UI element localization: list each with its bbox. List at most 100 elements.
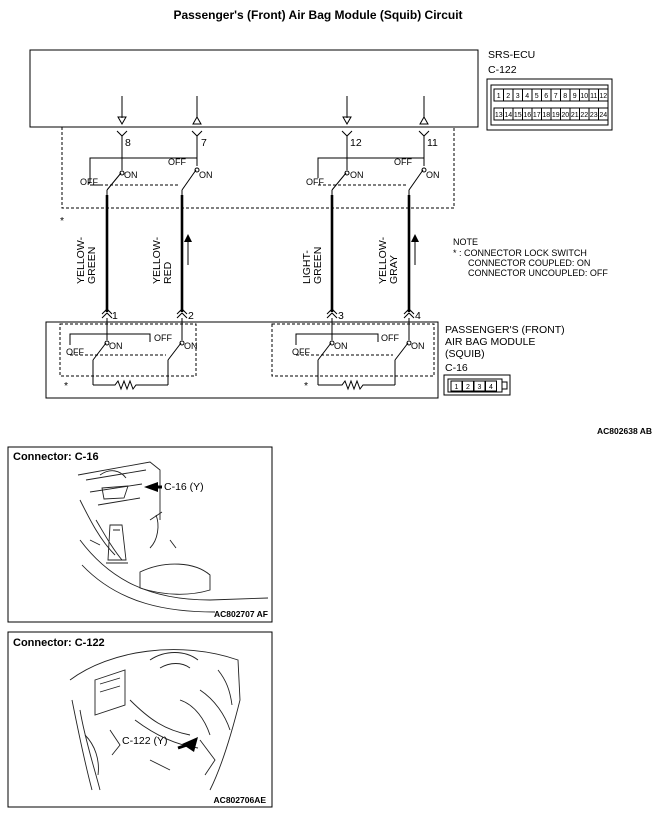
ecu-shorting-switch-left <box>88 157 200 198</box>
ecu-name: SRS-ECU <box>488 49 535 61</box>
module-name-line1: PASSENGER'S (FRONT) <box>445 324 565 336</box>
svg-text:YELLOW-: YELLOW- <box>377 236 389 284</box>
module-pin-3: 3 <box>338 310 344 322</box>
ecu-sw3-off: OFF <box>306 177 324 187</box>
ecu-sw2-on: ON <box>199 170 213 180</box>
wire4-color-label: YELLOW- GRAY <box>377 236 400 284</box>
ecu-pin-17: 17 <box>533 112 541 119</box>
console-sketch <box>77 461 269 613</box>
panel2-code: AC802706AE <box>214 795 267 805</box>
module-right-connector-outline <box>271 323 435 377</box>
ecu-lock-switch-star: * <box>60 215 64 227</box>
ecu-pin-1: 1 <box>497 93 501 100</box>
panel2-title: Connector: C-122 <box>13 637 105 649</box>
wire1-color-label: YELLOW- GREEN <box>75 236 98 284</box>
note-line1: * : CONNECTOR LOCK SWITCH <box>453 248 587 258</box>
ecu-pin-6: 6 <box>544 93 548 100</box>
svg-text:YELLOW-: YELLOW- <box>75 236 87 284</box>
svg-text:RED: RED <box>162 261 174 284</box>
diagram-title: Passenger's (Front) Air Bag Module (Squi… <box>173 8 462 22</box>
connector-c122-panel: Connector: C-122 C-122 (Y) AC802706AE <box>7 631 273 808</box>
ecu-pin-19: 19 <box>552 112 560 119</box>
ecu-pin-20: 20 <box>561 112 569 119</box>
ecu-pin-18: 18 <box>542 112 550 119</box>
ecu-harness-connector-outline <box>61 127 455 209</box>
ecu-pin-10: 10 <box>580 93 588 100</box>
c16-pointer-arrow <box>144 482 158 492</box>
panel1-title: Connector: C-16 <box>13 451 99 463</box>
ecu-pin-4: 4 <box>525 93 529 100</box>
mod-sw4-off: OFF <box>381 333 399 343</box>
panel1-code: AC802707 AF <box>214 609 268 619</box>
air-bag-module-box <box>45 321 439 399</box>
ecu-pin-16: 16 <box>523 112 531 119</box>
note-line3: CONNECTOR UNCOUPLED: OFF <box>468 268 608 278</box>
ecu-terminal-symbols <box>116 130 430 160</box>
ecu-pin-12: 12 <box>599 93 607 100</box>
ecu-internal-arrows <box>117 96 429 126</box>
module-connector-pin-2: 2 <box>466 384 470 391</box>
module-right-star: * <box>304 380 308 392</box>
module-pin-1: 1 <box>112 310 118 322</box>
svg-text:GREEN: GREEN <box>86 247 98 284</box>
mod-sw4-on: ON <box>411 341 425 351</box>
note-line2: CONNECTOR COUPLED: ON <box>468 258 590 268</box>
ecu-pin-15: 15 <box>514 112 522 119</box>
module-connector-label: C-16 <box>445 362 468 374</box>
connector-c16-panel: Connector: C-16 C-16 (Y) AC802707 AF <box>7 446 273 623</box>
svg-text:GRAY: GRAY <box>388 255 400 284</box>
ecu-pin-2: 2 <box>506 93 510 100</box>
ecu-pin-22: 22 <box>580 112 588 119</box>
ecu-sw1-on: ON <box>124 170 138 180</box>
note-heading: NOTE <box>453 237 478 247</box>
ecu-pin-3: 3 <box>516 93 520 100</box>
ecu-pin-13: 13 <box>495 112 503 119</box>
ecu-terminal-11: 11 <box>427 137 438 149</box>
diagram-code: AC802638 AB <box>597 426 652 436</box>
ecu-terminal-12: 12 <box>350 137 362 149</box>
module-left-connector-outline <box>59 323 197 377</box>
ecu-sw4-on: ON <box>426 170 440 180</box>
ecu-connector-label: C-122 <box>488 64 517 76</box>
panel2-callout: C-122 (Y) <box>122 735 168 747</box>
mod-sw2-off: OFF <box>154 333 172 343</box>
module-name-line2: AIR BAG MODULE <box>445 336 535 348</box>
wire3-color-label: LIGHT- GREEN <box>301 247 324 284</box>
svg-text:LIGHT-: LIGHT- <box>301 250 313 284</box>
ecu-sw4-off: OFF <box>394 157 412 167</box>
ecu-pin-7: 7 <box>554 93 558 100</box>
ecu-pin-21: 21 <box>571 112 579 119</box>
dashboard-sketch <box>69 649 241 791</box>
mod-sw1-on: ON <box>109 341 123 351</box>
ecu-pin-8: 8 <box>563 93 567 100</box>
wire2-color-label: YELLOW- RED <box>151 236 174 284</box>
ecu-pin-11: 11 <box>590 93 597 100</box>
ecu-terminal-8: 8 <box>125 137 131 149</box>
ecu-terminal-7: 7 <box>201 137 207 149</box>
module-shorting-switch-left <box>69 318 185 391</box>
ecu-pin-23: 23 <box>590 112 598 119</box>
svg-text:YELLOW-: YELLOW- <box>151 236 163 284</box>
ecu-sw3-on: ON <box>350 170 364 180</box>
mod-sw3-off: OFF <box>292 347 310 357</box>
module-left-star: * <box>64 380 68 392</box>
ecu-sw2-off: OFF <box>168 157 186 167</box>
srs-ecu-box <box>29 49 479 128</box>
ecu-pin-9: 9 <box>573 93 577 100</box>
svg-text:GREEN: GREEN <box>312 247 324 284</box>
module-connector-pin-4: 4 <box>489 384 493 391</box>
ecu-pin-24: 24 <box>599 112 607 119</box>
module-connector-pin-3: 3 <box>478 384 482 391</box>
module-connector-pin-1: 1 <box>455 384 459 391</box>
mod-sw1-off: OFF <box>66 347 84 357</box>
module-pin-2: 2 <box>188 310 194 322</box>
ecu-pin-14: 14 <box>504 112 512 119</box>
ecu-sw1-off: OFF <box>80 177 98 187</box>
module-pin-markers <box>101 308 415 319</box>
mod-sw3-on: ON <box>334 341 348 351</box>
module-pin-4: 4 <box>415 310 421 322</box>
module-name-line3: (SQUIB) <box>445 348 485 360</box>
panel1-callout: C-16 (Y) <box>164 481 204 493</box>
